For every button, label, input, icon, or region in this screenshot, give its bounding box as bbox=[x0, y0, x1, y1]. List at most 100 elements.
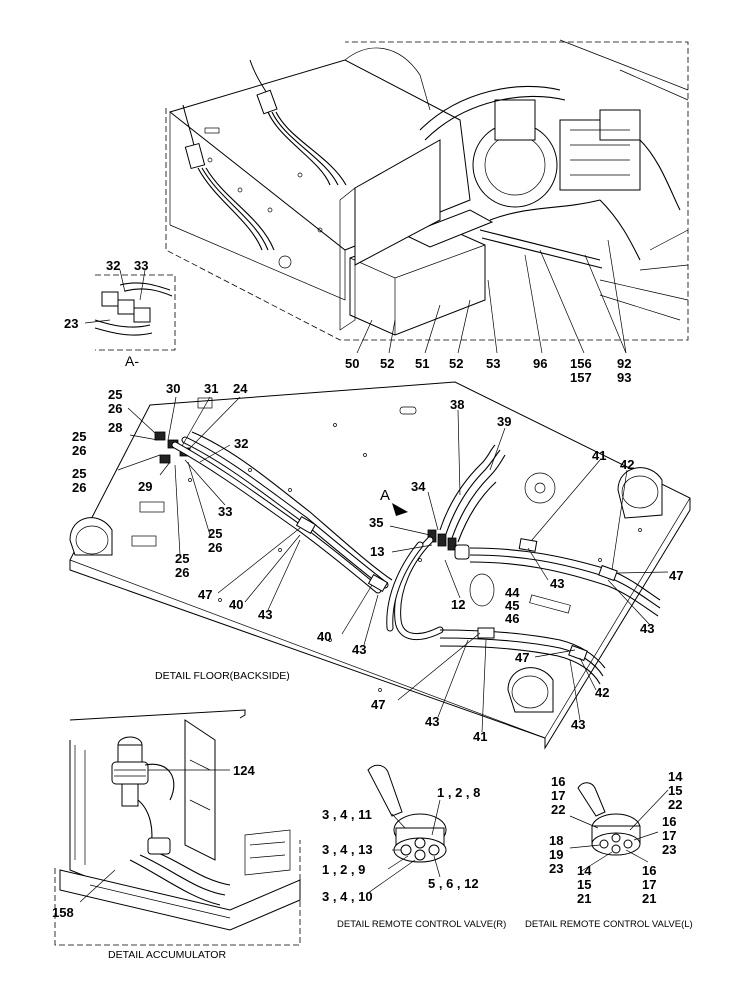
callout-156: 156 bbox=[570, 356, 592, 371]
callout-26: 26 bbox=[175, 565, 189, 580]
callout-1-2-9: 1 , 2 , 9 bbox=[322, 862, 365, 877]
callout-40: 40 bbox=[317, 629, 331, 644]
callout-47: 47 bbox=[669, 568, 683, 583]
view-arrow-icon bbox=[392, 503, 408, 516]
hose-clamp bbox=[367, 573, 389, 593]
callout-3-4-11: 3 , 4 , 11 bbox=[322, 807, 372, 822]
callout-46: 46 bbox=[505, 611, 519, 626]
callout-15: 15 bbox=[668, 783, 682, 798]
callout-47: 47 bbox=[515, 650, 529, 665]
callout-28: 28 bbox=[108, 420, 122, 435]
callout-23: 23 bbox=[64, 316, 78, 331]
callout-15: 15 bbox=[577, 877, 591, 892]
callout-14: 14 bbox=[668, 769, 683, 784]
callout-24: 24 bbox=[233, 381, 248, 396]
hose-clamp bbox=[295, 515, 317, 535]
hose-clamp bbox=[518, 538, 538, 552]
callout-16: 16 bbox=[551, 774, 565, 789]
callout-39: 39 bbox=[497, 414, 511, 429]
callout-93: 93 bbox=[617, 370, 631, 385]
callout-3-4-13: 3 , 4 , 13 bbox=[322, 842, 373, 857]
floor-backside-view bbox=[69, 381, 691, 750]
callout-158: 158 bbox=[52, 905, 74, 920]
callout-25: 25 bbox=[72, 429, 86, 444]
callout-17: 17 bbox=[551, 788, 565, 803]
callout-31: 31 bbox=[204, 381, 218, 396]
callout-157: 157 bbox=[570, 370, 592, 385]
callout-30: 30 bbox=[166, 381, 180, 396]
callout-26: 26 bbox=[208, 540, 222, 555]
callout-23: 23 bbox=[662, 842, 676, 857]
callout-47: 47 bbox=[371, 697, 385, 712]
callout-17: 17 bbox=[642, 877, 656, 892]
rcv-right-caption: DETAIL REMOTE CONTROL VALVE(R) bbox=[337, 919, 506, 930]
inset-detail-a bbox=[84, 269, 176, 351]
callout-35: 35 bbox=[369, 515, 383, 530]
callout-34: 34 bbox=[411, 479, 426, 494]
callout-52: 52 bbox=[380, 356, 394, 371]
rcv-left-view bbox=[569, 782, 669, 873]
callout-1-2-8: 1 , 2 , 8 bbox=[437, 785, 480, 800]
callout-47: 47 bbox=[198, 587, 212, 602]
callout-16: 16 bbox=[642, 863, 656, 878]
callout-33: 33 bbox=[134, 258, 148, 273]
callout-92: 92 bbox=[617, 356, 631, 371]
callout-124: 124 bbox=[233, 763, 255, 778]
callout-45: 45 bbox=[505, 598, 519, 613]
rubber-mount bbox=[507, 667, 554, 713]
hose-clamp bbox=[568, 644, 588, 662]
callout-41: 41 bbox=[473, 729, 487, 744]
callout-42: 42 bbox=[620, 457, 634, 472]
floor-caption: DETAIL FLOOR(BACKSIDE) bbox=[155, 670, 290, 682]
callout-5-6-12: 5 , 6 , 12 bbox=[428, 876, 479, 891]
callout-25: 25 bbox=[208, 526, 222, 541]
callout-26: 26 bbox=[72, 443, 86, 458]
callout-40: 40 bbox=[229, 597, 243, 612]
callout-44: 44 bbox=[505, 585, 520, 600]
callout-26: 26 bbox=[108, 401, 122, 416]
callout-42: 42 bbox=[595, 685, 609, 700]
top-assembly-view bbox=[165, 39, 689, 354]
accumulator-caption: DETAIL ACCUMULATOR bbox=[108, 949, 226, 961]
callout-96: 96 bbox=[533, 356, 547, 371]
callout-43: 43 bbox=[425, 714, 439, 729]
callout-32: 32 bbox=[106, 258, 120, 273]
callout-18: 18 bbox=[549, 833, 563, 848]
callout-50: 50 bbox=[345, 356, 359, 371]
callout-19: 19 bbox=[549, 847, 563, 862]
callout-16: 16 bbox=[662, 814, 676, 829]
hose-clamp bbox=[598, 564, 618, 582]
view-a-label: A bbox=[380, 487, 390, 504]
callout-38: 38 bbox=[450, 397, 464, 412]
callout-13: 13 bbox=[370, 544, 384, 559]
hose-clamp bbox=[477, 627, 495, 639]
callout-43: 43 bbox=[550, 576, 564, 591]
rcv-right-view bbox=[367, 764, 447, 894]
callout-32: 32 bbox=[234, 436, 248, 451]
callout-22: 22 bbox=[668, 797, 682, 812]
callout-33: 33 bbox=[218, 504, 232, 519]
callout-25: 25 bbox=[72, 466, 86, 481]
rubber-mount bbox=[617, 467, 663, 519]
callout-21: 21 bbox=[642, 891, 656, 906]
callout-43: 43 bbox=[640, 621, 654, 636]
callout-25: 25 bbox=[175, 551, 189, 566]
callout-41: 41 bbox=[592, 448, 606, 463]
detail-a-label: A- bbox=[125, 353, 139, 369]
callout-29: 29 bbox=[138, 479, 152, 494]
callout-21: 21 bbox=[577, 891, 591, 906]
callout-12: 12 bbox=[451, 597, 465, 612]
callout-43: 43 bbox=[352, 642, 366, 657]
callout-25: 25 bbox=[108, 387, 122, 402]
callout-43: 43 bbox=[258, 607, 272, 622]
callout-3-4-10: 3 , 4 , 10 bbox=[322, 889, 373, 904]
callout-52: 52 bbox=[449, 356, 463, 371]
callout-23: 23 bbox=[549, 861, 563, 876]
callout-26: 26 bbox=[72, 480, 86, 495]
rcv-left-caption: DETAIL REMOTE CONTROL VALVE(L) bbox=[525, 919, 693, 930]
rubber-mount bbox=[69, 517, 113, 556]
callout-53: 53 bbox=[486, 356, 500, 371]
callout-43: 43 bbox=[571, 717, 585, 732]
callout-14: 14 bbox=[577, 863, 592, 878]
